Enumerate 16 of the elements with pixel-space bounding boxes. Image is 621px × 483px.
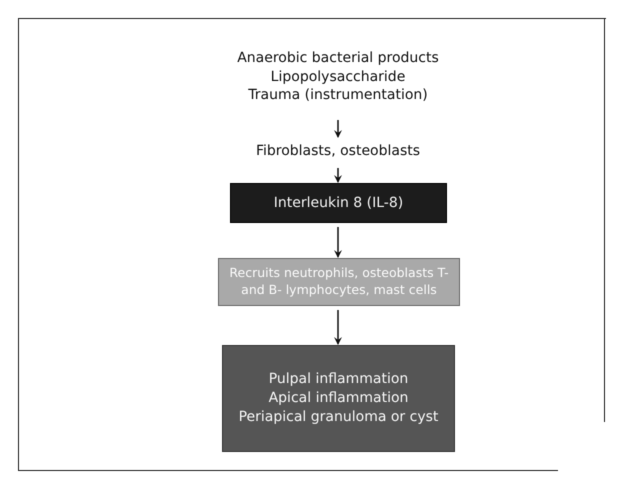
box-text: Pulpal inflammation xyxy=(268,370,408,390)
effect-box xyxy=(218,258,460,306)
arrow xyxy=(334,120,342,138)
node-text: Trauma (instrumentation) xyxy=(248,86,428,106)
box-text: Recruits neutrophils, osteoblasts T- and B- lymphocytes, mast cells xyxy=(228,265,450,299)
node-text: Lipopolysaccharide xyxy=(270,68,406,86)
mediator-box xyxy=(230,183,447,223)
box-text: Apical inflammation xyxy=(268,389,408,408)
arrow xyxy=(334,310,342,345)
box-text: Interleukin 8 (IL-8) xyxy=(274,194,404,212)
arrow xyxy=(334,168,342,183)
node-text: Anaerobic bacterial products xyxy=(237,48,439,68)
outcome-box xyxy=(222,345,455,452)
node-text: Fibroblasts, osteoblasts xyxy=(256,142,420,160)
arrow xyxy=(334,227,342,258)
box-text: Periapical granuloma or cyst xyxy=(238,408,438,427)
